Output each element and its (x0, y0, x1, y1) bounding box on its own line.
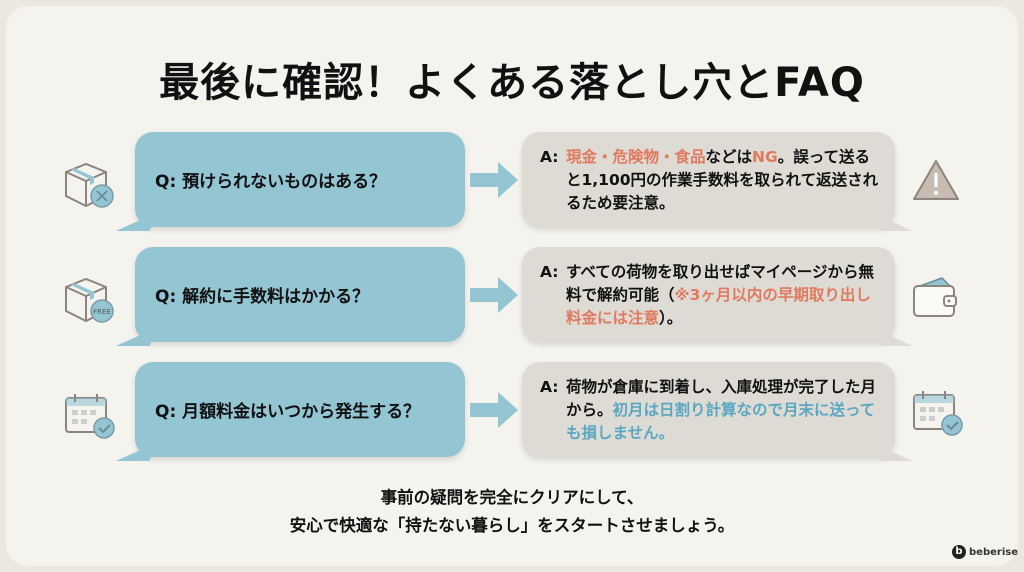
svg-text:FREE: FREE (93, 308, 111, 316)
logo-text: beberise (969, 546, 1018, 558)
page-title: 最後に確認！よくある落とし穴とFAQ (159, 60, 865, 106)
footer-line-2: 安心で快適な「持たない暮らし」をスタートさせましょう。 (289, 516, 735, 535)
calendar-check-icon (62, 390, 118, 440)
question-text: Q: 預けられないものはある？ (155, 172, 387, 192)
answer-text-part: ）。 (659, 309, 683, 327)
answer-text-part: 現金・危険物・食品 (566, 148, 706, 166)
warning-icon (910, 157, 966, 207)
faq-question: Q: 月額料金はいつから発生する？ (135, 362, 465, 457)
faq-answer: A: すべての荷物を取り出せばマイページから無料で解約可能（※3ヶ月以内の早期取り… (522, 247, 895, 342)
question-text: Q: 解約に手数料はかかる？ (155, 287, 370, 307)
arrow-right-icon (470, 162, 518, 198)
answer-text-part: NG (752, 148, 778, 166)
answer-text-part: 。誤って送ると1,100円の作業手数料を取られて返送されるため要注意。 (566, 148, 879, 212)
footer-line-1: 事前の疑問を完全にクリアにして、 (380, 488, 644, 507)
answer-label: A: (540, 263, 559, 281)
answer-text-part: ※3ヶ月以内の早期取り出し料金には注意 (566, 286, 871, 327)
faq-answer: A: 現金・危険物・食品などはNG。誤って送ると1,100円の作業手数料を取られて… (522, 132, 895, 227)
faq-answer: A: 荷物が倉庫に到着し、入庫処理が完了した月から。初月は日割り計算なので月末に送… (522, 362, 895, 457)
faq-question: Q: 解約に手数料はかかる？ (135, 247, 465, 342)
logo-mark-icon: b (952, 545, 966, 559)
answer-text-part: などは (705, 148, 753, 166)
answer-text-part: 荷物が倉庫に到着し、入庫処理が完了した月から。 (566, 378, 877, 419)
answer-label: A: (540, 378, 559, 396)
arrow-right-icon (470, 392, 518, 428)
box-free-icon: FREE (62, 275, 118, 325)
question-text: Q: 月額料金はいつから発生する？ (155, 402, 421, 422)
arrow-right-icon (470, 277, 518, 313)
wallet-icon (910, 272, 966, 322)
faq-question: Q: 預けられないものはある？ (135, 132, 465, 227)
box-x-icon (62, 160, 118, 210)
answer-text-part: すべての荷物を取り出せばマイページから無料で解約可能（ (566, 263, 874, 304)
answer-label: A: (540, 148, 559, 166)
calendar-check-icon (910, 387, 966, 437)
answer-text-part: 初月は日割り計算なので月末に送っても損しません。 (566, 401, 876, 442)
